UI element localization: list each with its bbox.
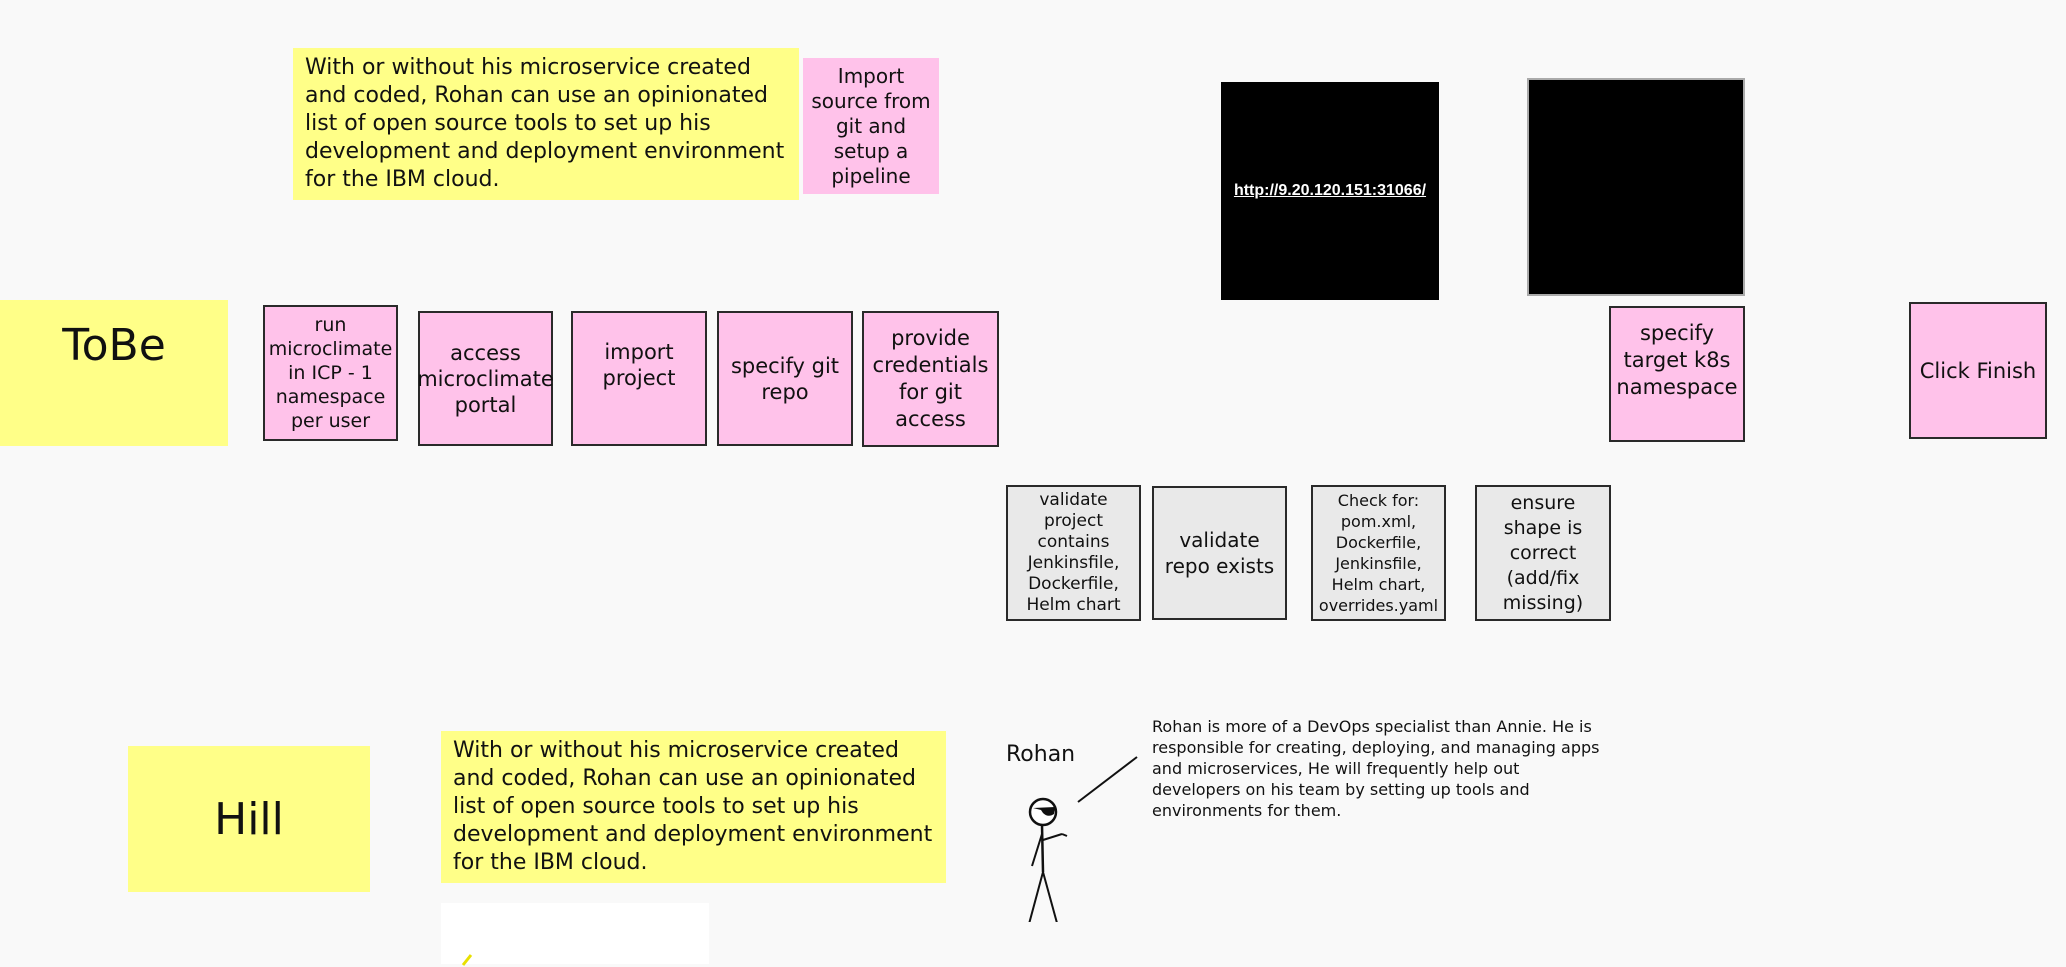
step-import-project[interactable]: import project bbox=[571, 311, 707, 446]
check-ensure-shape-text: ensure shape is correct (add/fix missing… bbox=[1502, 491, 1584, 614]
persona-description: Rohan is more of a DevOps specialist tha… bbox=[1152, 717, 1600, 820]
intro-note-bottom-text: With or without his microservice created… bbox=[453, 738, 933, 875]
step-provide-credentials[interactable]: provide credentials for git access bbox=[862, 311, 999, 447]
pencil-mark-icon bbox=[461, 954, 473, 966]
step-access-portal-text: access microclimate portal bbox=[417, 340, 554, 417]
screenshot-frame-blank[interactable] bbox=[1527, 78, 1745, 296]
step-specify-git-repo-text: specify git repo bbox=[730, 353, 840, 404]
step-access-portal[interactable]: access microclimate portal bbox=[417, 311, 554, 446]
step-run-microclimate[interactable]: run microclimate in ICP - 1 namespace pe… bbox=[263, 305, 398, 441]
check-validate-project[interactable]: validate project contains Jenkinsfile, D… bbox=[1006, 485, 1141, 621]
white-card[interactable] bbox=[441, 903, 709, 966]
intro-note-top[interactable]: With or without his microservice created… bbox=[293, 48, 799, 200]
check-files-text: Check for: pom.xml, Dockerfile, Jenkinsf… bbox=[1318, 491, 1439, 615]
intro-note-top-text: With or without his microservice created… bbox=[305, 55, 785, 192]
tobe-label: ToBe bbox=[62, 320, 166, 371]
check-validate-repo[interactable]: validate repo exists bbox=[1152, 486, 1287, 620]
step-import-project-text: import project bbox=[602, 340, 676, 390]
stick-figure-icon bbox=[1028, 756, 1138, 922]
check-validate-repo-text: validate repo exists bbox=[1164, 528, 1275, 578]
screenshot-link[interactable]: http://9.20.120.151:31066/ bbox=[1233, 182, 1427, 199]
step-click-finish-text: Click Finish bbox=[1919, 358, 2037, 383]
hill-label: Hill bbox=[214, 793, 284, 845]
step-specify-git-repo[interactable]: specify git repo bbox=[717, 311, 853, 446]
hill-label-note[interactable]: Hill bbox=[128, 746, 370, 892]
check-validate-project-text: validate project contains Jenkinsfile, D… bbox=[1026, 490, 1121, 615]
import-note[interactable]: Import source from git and setup a pipel… bbox=[803, 58, 939, 194]
step-specify-namespace[interactable]: specify target k8s namespace bbox=[1609, 306, 1745, 442]
import-note-text: Import source from git and setup a pipel… bbox=[811, 64, 931, 188]
screenshot-frame-url[interactable]: http://9.20.120.151:31066/ bbox=[1221, 82, 1439, 300]
step-run-microclimate-text: run microclimate in ICP - 1 namespace pe… bbox=[268, 314, 393, 432]
check-ensure-shape[interactable]: ensure shape is correct (add/fix missing… bbox=[1475, 485, 1611, 621]
tobe-label-note[interactable]: ToBe bbox=[0, 300, 228, 446]
step-provide-credentials-text: provide credentials for git access bbox=[872, 326, 989, 431]
persona-name: Rohan bbox=[1006, 742, 1076, 767]
step-click-finish[interactable]: Click Finish bbox=[1909, 302, 2047, 439]
intro-note-bottom[interactable]: With or without his microservice created… bbox=[441, 731, 946, 883]
step-specify-namespace-text: specify target k8s namespace bbox=[1616, 321, 1738, 399]
check-files[interactable]: Check for: pom.xml, Dockerfile, Jenkinsf… bbox=[1311, 485, 1446, 621]
